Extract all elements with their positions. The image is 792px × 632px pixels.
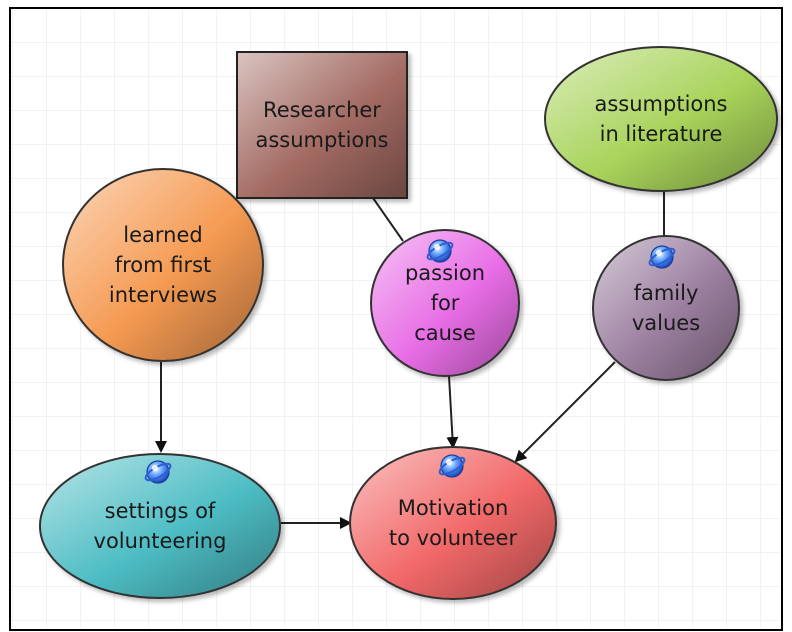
- diagram-frame: [9, 7, 783, 631]
- node-passion-shape: [370, 229, 520, 377]
- node-interviews[interactable]: learned from first interviews: [62, 168, 264, 362]
- node-interviews-shape: [62, 168, 264, 362]
- node-passion-label-line: for: [431, 291, 460, 315]
- node-literature-shape: [544, 46, 778, 192]
- node-family-label-line: values: [632, 311, 700, 335]
- node-family[interactable]: family values: [592, 235, 740, 381]
- node-researcher[interactable]: Researcher assumptions: [236, 51, 408, 199]
- edge-passion-to-motivation: [446, 375, 459, 449]
- node-passion-label-line: cause: [414, 321, 476, 345]
- link-globe-icon[interactable]: [647, 245, 676, 269]
- link-globe-icon[interactable]: [425, 239, 454, 263]
- node-interviews-label-line: from first: [115, 253, 212, 277]
- node-motivation-label-line: to volunteer: [389, 526, 518, 550]
- node-interviews-label-line: learned: [123, 223, 202, 247]
- node-motivation[interactable]: Motivation to volunteer: [349, 446, 557, 600]
- nodes-layer: Researcher assumptions assumptions in liter…: [39, 46, 778, 600]
- node-settings-shape: [39, 453, 281, 599]
- node-family-shape: [592, 235, 740, 381]
- node-motivation-label-line: Motivation: [398, 496, 509, 520]
- link-globe-icon[interactable]: [437, 454, 466, 478]
- node-literature-label-line: assumptions: [594, 92, 727, 116]
- node-literature[interactable]: assumptions in literature: [544, 46, 778, 192]
- node-interviews-label-line: interviews: [109, 283, 217, 307]
- node-family-label-line: family: [634, 281, 699, 305]
- node-settings-label-line: volunteering: [94, 529, 227, 553]
- node-researcher-label-line: assumptions: [255, 128, 388, 152]
- node-researcher-shape: [236, 51, 408, 199]
- node-passion-label-line: passion: [405, 261, 485, 285]
- edge-researcher-to-passion: [372, 197, 404, 242]
- edges-layer: [155, 191, 665, 529]
- node-literature-label-line: in literature: [600, 122, 723, 146]
- edge-family-to-motivation: [514, 361, 616, 463]
- node-settings-label-line: settings of: [105, 499, 216, 523]
- node-settings[interactable]: settings of volunteering: [39, 453, 281, 599]
- link-globe-icon[interactable]: [143, 460, 172, 484]
- node-researcher-label-line: Researcher: [263, 98, 381, 122]
- node-passion[interactable]: passion for cause: [370, 229, 520, 377]
- node-motivation-shape: [349, 446, 557, 600]
